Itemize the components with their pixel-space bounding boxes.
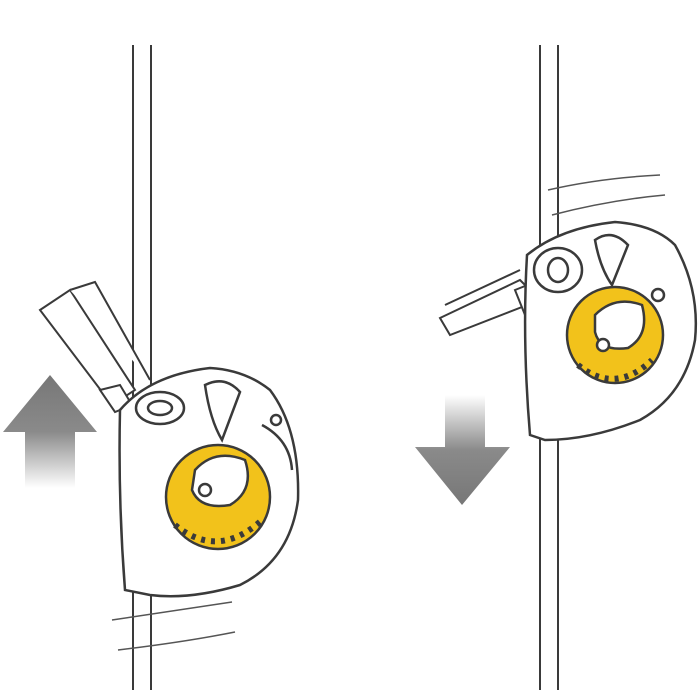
rope-clamp-device xyxy=(118,366,300,598)
left-panel xyxy=(3,45,300,690)
arrow-up-icon xyxy=(3,375,97,488)
motion-lines xyxy=(111,601,236,651)
rope-clamp-device xyxy=(523,220,698,442)
right-panel xyxy=(415,45,698,690)
arrow-down-icon xyxy=(415,395,510,505)
lanyard xyxy=(38,280,151,414)
motion-lines xyxy=(547,174,666,216)
